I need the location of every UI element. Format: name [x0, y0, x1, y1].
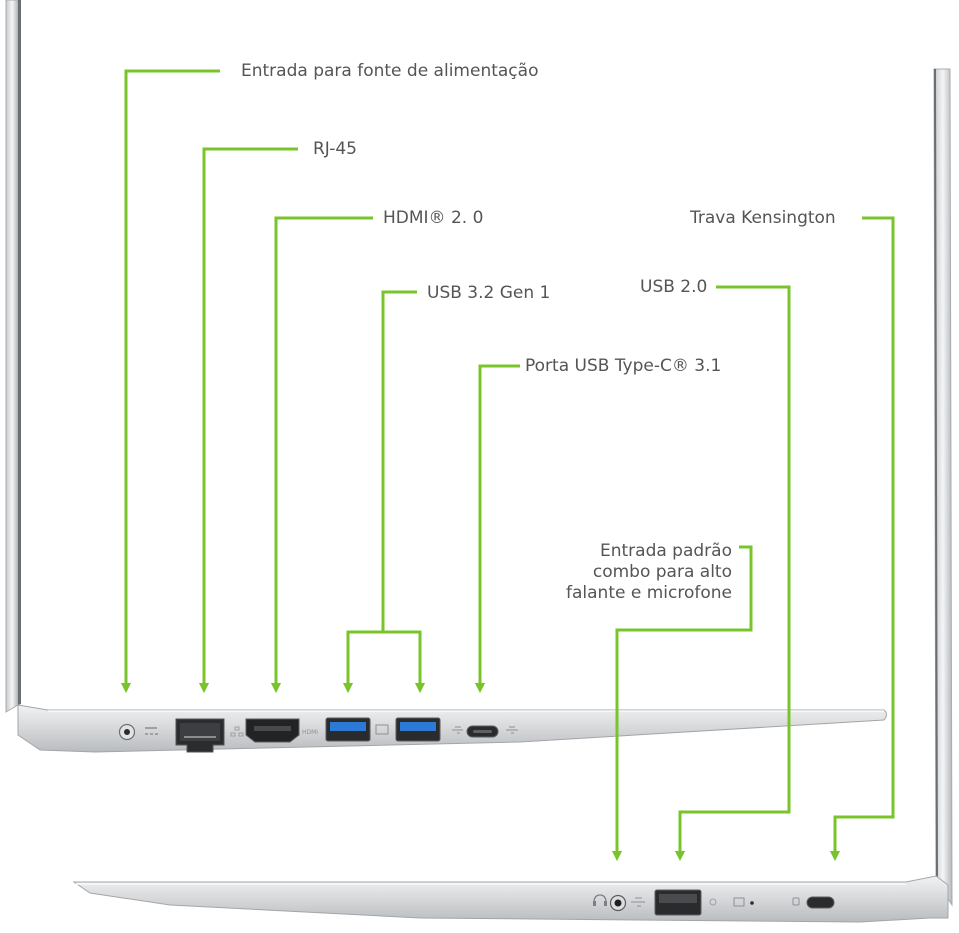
callout-usb20 [674, 285, 791, 862]
right-chassis [72, 875, 949, 923]
callout-hdmi [270, 216, 373, 694]
callout-rj45 [198, 147, 298, 694]
hdmi-port-icon: HDMI [245, 718, 318, 743]
usb-port-icon [654, 889, 754, 916]
lid-edge [5, 0, 19, 713]
callout-kensington [829, 216, 895, 862]
ethernet-port-icon [175, 718, 244, 753]
label-kensington: Trava Kensington [690, 208, 836, 228]
callout-power [120, 69, 220, 694]
headset-icon [593, 894, 645, 912]
left-chassis [17, 704, 887, 753]
callout-audio [611, 545, 753, 862]
callout-usb32-left [342, 630, 420, 694]
callout-usb32-right [383, 630, 426, 694]
power-jack-icon [118, 723, 158, 741]
label-usb20: USB 2.0 [640, 277, 708, 297]
label-rj45: RJ-45 [313, 139, 357, 159]
callout-usb32 [381, 290, 417, 632]
usb-port-icon [325, 717, 441, 742]
right-lid-edge [933, 68, 953, 907]
label-audio: Entrada padrão combo para alto falante e… [566, 541, 732, 603]
label-usbc: Porta USB Type-C® 3.1 [525, 356, 722, 376]
svg-text:HDMI: HDMI [302, 729, 318, 736]
label-power: Entrada para fonte de alimentação [241, 61, 539, 81]
usb-c-port-icon [452, 725, 518, 738]
callout-lines [120, 69, 895, 862]
callout-usbc [474, 364, 520, 694]
label-hdmi: HDMI® 2. 0 [383, 208, 484, 228]
label-usb32: USB 3.2 Gen 1 [427, 283, 551, 303]
left-side-view: HDMI [5, 0, 887, 753]
right-side-view [72, 68, 953, 923]
kensington-lock-icon [792, 896, 835, 909]
